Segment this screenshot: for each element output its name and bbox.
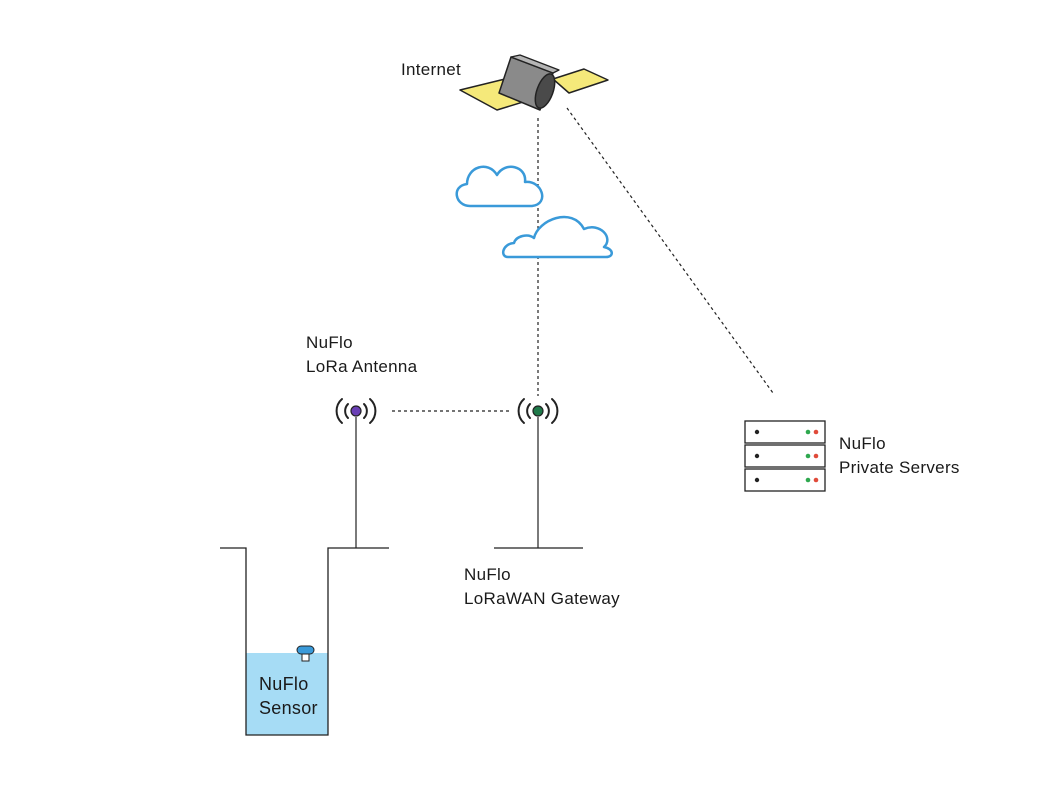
gateway-signal-icon <box>517 398 559 424</box>
sensor-label-line2: Sensor <box>259 698 318 718</box>
internet-label: Internet <box>401 60 462 79</box>
lorawan-gateway-label-line2: LoRaWAN Gateway <box>464 589 620 608</box>
sensor-icon <box>296 645 315 662</box>
water-tank-icon <box>220 547 389 736</box>
server-rack-icon <box>744 420 826 492</box>
private-servers-label-line1: NuFlo <box>839 434 886 453</box>
link-satellite-servers <box>566 107 774 394</box>
private-servers-label: NuFlo Private Servers <box>839 432 960 480</box>
sensor-label: NuFlo Sensor <box>259 672 318 720</box>
antenna-dot <box>350 405 362 417</box>
sensor-label-line1: NuFlo <box>259 674 309 694</box>
antenna-signal-icon <box>335 398 377 424</box>
cloud-icon <box>501 215 613 259</box>
lorawan-gateway-label-line1: NuFlo <box>464 565 511 584</box>
lorawan-gateway-label: NuFlo LoRaWAN Gateway <box>464 563 620 611</box>
lora-antenna-label-line2: LoRa Antenna <box>306 357 418 376</box>
lora-antenna-label: NuFlo LoRa Antenna <box>306 331 417 379</box>
cloud-icon <box>455 165 544 208</box>
satellite-icon <box>459 54 609 111</box>
lora-antenna-label-line1: NuFlo <box>306 333 353 352</box>
gateway-dot <box>532 405 544 417</box>
private-servers-label-line2: Private Servers <box>839 458 960 477</box>
